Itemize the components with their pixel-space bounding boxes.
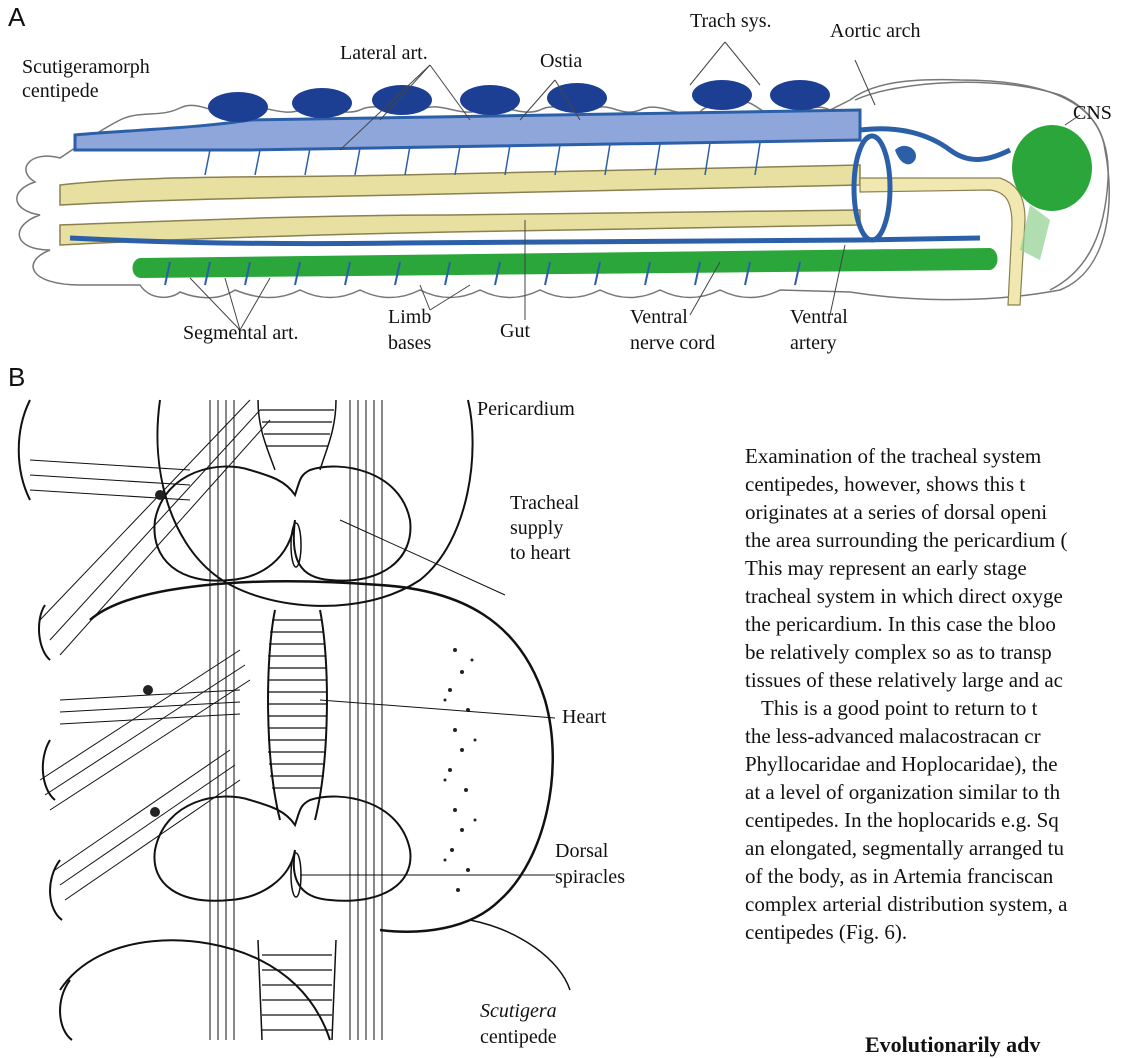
text-line: complex arterial distribution system, a	[745, 890, 1121, 918]
label-scutigeramorph: Scutigeramorph	[22, 56, 150, 78]
label-trach-sys: Trach sys.	[690, 10, 772, 32]
label-tracheal: Tracheal	[510, 492, 579, 514]
body-text: Examination of the tracheal system centi…	[745, 442, 1121, 946]
label-ventral-2: Ventral	[790, 306, 848, 328]
text-line: an elongated, segmentally arranged tu	[745, 834, 1121, 862]
heart-ribs	[260, 410, 334, 1030]
cns	[1012, 125, 1092, 211]
label-centipede-a: centipede	[22, 80, 99, 102]
label-centipede-b: centipede	[480, 1026, 557, 1048]
text-line: This may represent an early stage	[745, 554, 1121, 582]
text-line: tracheal system in which direct oxyge	[745, 582, 1121, 610]
text-line: of the body, as in Artemia franciscan	[745, 862, 1121, 890]
text-line: be relatively complex so as to transp	[745, 638, 1121, 666]
section-heading: Evolutionarily adv	[865, 1032, 1040, 1058]
text-line: centipedes (Fig. 6).	[745, 918, 1121, 946]
muscle-lines	[210, 400, 382, 1040]
label-lateral-art: Lateral art.	[340, 42, 428, 64]
label-bases: bases	[388, 332, 431, 354]
label-supply: supply	[510, 517, 563, 539]
text-line: at a level of organization similar to th	[745, 778, 1121, 806]
text-line: the pericardium. In this case the bloo	[745, 610, 1121, 638]
text-line: originates at a series of dorsal openi	[745, 498, 1121, 526]
ventral-nerve-cord	[133, 248, 998, 278]
label-to-heart: to heart	[510, 542, 571, 564]
text-line: Examination of the tracheal system	[745, 442, 1121, 470]
label-dorsal: Dorsal	[555, 840, 608, 862]
label-scutigera: Scutigera	[480, 1000, 557, 1022]
limb-bases	[19, 400, 72, 1040]
label-nerve-cord: nerve cord	[630, 332, 715, 354]
text-line: tissues of these relatively large and ac	[745, 666, 1121, 694]
text-line: centipedes, however, shows this t	[745, 470, 1121, 498]
label-gut: Gut	[500, 320, 530, 342]
panel-b-letter: B	[8, 362, 25, 393]
label-aortic-arch: Aortic arch	[830, 20, 921, 42]
text-line: Phyllocaridae and Hoplocaridae), the	[745, 750, 1121, 778]
pericardium-outline	[157, 400, 472, 606]
label-spiracles: spiracles	[555, 866, 625, 888]
label-cns: CNS	[1073, 102, 1112, 124]
text-line: centipedes. In the hoplocarids e.g. Sq	[745, 806, 1121, 834]
stipple-band	[143, 490, 477, 892]
label-artery: artery	[790, 332, 837, 354]
label-ventral-1: Ventral	[630, 306, 688, 328]
gut	[60, 165, 860, 205]
label-segmental-art: Segmental art.	[183, 322, 299, 344]
label-ostia: Ostia	[540, 50, 582, 72]
text-line: the less-advanced malacostracan cr	[745, 722, 1121, 750]
label-limb: Limb	[388, 306, 431, 328]
text-line: the area surrounding the pericardium (	[745, 526, 1121, 554]
label-heart: Heart	[562, 706, 606, 728]
text-line: This is a good point to return to t	[745, 694, 1121, 722]
label-pericardium: Pericardium	[477, 398, 575, 420]
